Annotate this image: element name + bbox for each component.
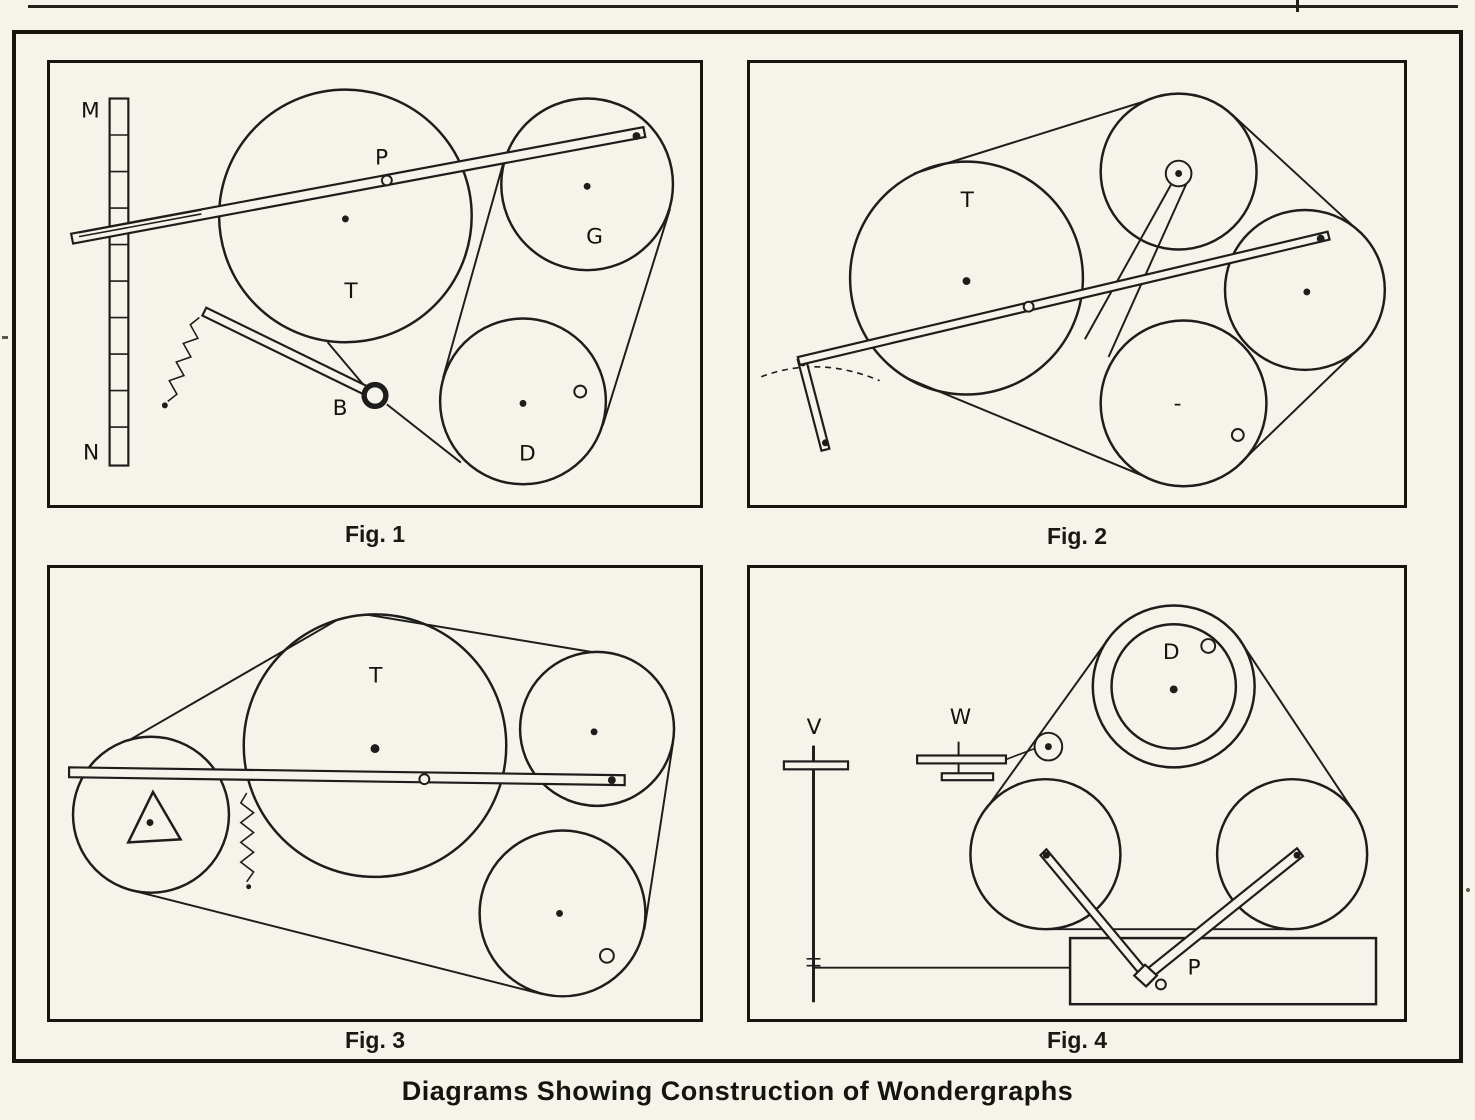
fig1-belt-lines [326, 159, 671, 464]
fig1-ruler-rack [108, 97, 130, 467]
fig4-pen-arm-right [1139, 846, 1305, 984]
fig3-caption: Fig. 3 [344, 1027, 406, 1053]
page-title: Diagrams Showing Construction of Wonderg… [401, 1076, 1074, 1106]
fig1-label-N: N [83, 441, 99, 466]
fig2-drawing: T - [761, 92, 1387, 488]
fig2-dashed-path [761, 366, 880, 382]
fig3-wheel-top-right [518, 650, 676, 808]
fig1-label-D: D [519, 442, 536, 467]
fig2-crank-pin [1316, 234, 1325, 243]
fig2-wheel-top [1099, 92, 1258, 251]
fig3-pen-rod [67, 766, 626, 787]
fig3-wheel-bottom-right [478, 829, 647, 998]
fig4-belt-lines [985, 636, 1355, 931]
fig1-tension-arm [200, 306, 389, 410]
fig2-wheel-bottom [1099, 319, 1268, 488]
fig4-wheel-bottom-left [969, 777, 1122, 931]
fig2-pen-rod [796, 230, 1331, 367]
fig4-label-V: V [807, 715, 822, 740]
fig1-roller-B-wheel [361, 381, 389, 410]
fig3-belt-lines [127, 613, 675, 996]
fig2-panel: T - [747, 60, 1407, 508]
fig3-panel: T [47, 565, 703, 1022]
fig2-wheel-T [848, 160, 1085, 396]
fig2-label-dash: - [1174, 391, 1182, 416]
fig1-crank-pin [632, 132, 641, 140]
fig1-label-M: M [81, 98, 100, 123]
fig4-label-D: D [1163, 640, 1180, 665]
fig3-pivot-hole [418, 773, 431, 786]
fig1-pivot-P-hole [380, 174, 393, 187]
fig4-pen-joint-P [1132, 963, 1167, 991]
fig2-belt-lines [907, 100, 1360, 477]
fig4-label-P: P [1188, 956, 1201, 981]
fig1-wheel-D [438, 317, 608, 486]
fig2-caption: Fig. 2 [1046, 523, 1108, 549]
fig4-drawing: V W D P [782, 604, 1378, 1006]
fig4-pen-arm-left [1039, 847, 1156, 987]
fig4-crank-V [782, 745, 850, 1003]
fig1-spring [161, 316, 200, 409]
fig4-caption: Fig. 4 [1046, 1027, 1108, 1053]
scan-edge-line [28, 5, 1458, 8]
fig1-wheel-T [217, 88, 473, 344]
fig3-label-T: T [368, 663, 383, 688]
scan-edge-tick [1296, 0, 1299, 12]
fig3-drawing: T [67, 613, 676, 998]
fig2-wheel-right [1223, 208, 1387, 372]
fig1-label-G: G [586, 225, 603, 250]
fig3-spring [239, 792, 255, 890]
fig4-label-W: W [950, 705, 971, 730]
fig4-idler-pulley [1033, 731, 1064, 762]
fig1-drawing: M N P T G B D [69, 88, 675, 486]
fig1-caption: Fig. 1 [344, 521, 406, 547]
outer-border-frame [12, 30, 1463, 1063]
fig1-wheel-G [500, 97, 675, 272]
fig4-writing-table [1068, 936, 1378, 1006]
fig1-label-P: P [375, 146, 388, 171]
fig3-wheel-left [71, 735, 231, 894]
fig1-pen-rod [69, 125, 647, 245]
fig1-panel: M N P T G B D [47, 60, 703, 508]
fig1-label-T: T [343, 279, 358, 304]
fig4-wheel-bottom-right [1215, 777, 1369, 931]
scan-speck [2, 336, 8, 339]
fig2-label-T: T [960, 188, 975, 213]
fig2-pivot-hole [1022, 300, 1035, 313]
fig4-crank-W [916, 741, 1035, 782]
fig3-crank-pin [607, 776, 616, 785]
fig3-wheel-T [242, 613, 508, 879]
scan-speck [1466, 888, 1470, 892]
fig2-handle-arm [796, 356, 831, 453]
fig4-panel: V W D P [747, 565, 1407, 1022]
fig3-triangle-cam [126, 789, 183, 844]
fig4-wheel-D [1091, 604, 1256, 769]
fig1-label-B: B [333, 396, 348, 421]
